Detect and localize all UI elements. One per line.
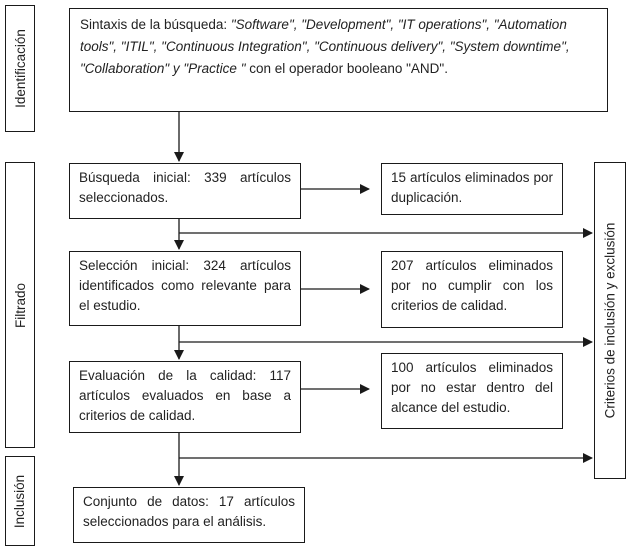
step-dataset: Conjunto de datos: 17 artículos seleccio…: [73, 487, 305, 543]
search-syntax-box: Sintaxis de la búsqueda: "Software", "De…: [69, 8, 608, 112]
step-text: 339 artículos seleccionados.: [79, 170, 291, 205]
criteria-box: Criterios de inclusión y exclusión: [594, 162, 626, 479]
search-terms: "Software", "Development", "IT operation…: [80, 17, 570, 76]
step-text: 324 artículos identificados como relevan…: [79, 258, 291, 313]
eliminated-quality: 207 artículos eliminados por no cumplir …: [381, 251, 563, 328]
step-label: Selección inicial:: [79, 258, 190, 273]
search-syntax-label: Sintaxis de la búsqueda: [80, 17, 224, 32]
phase-inclusion: Inclusión: [5, 456, 35, 546]
phase-identificacion: Identificación: [5, 5, 35, 132]
eliminated-scope: 100 artículos eliminados por no estar de…: [381, 353, 563, 429]
step-text: 17 artículos seleccionados para el análi…: [83, 494, 295, 529]
step-label: Búsqueda inicial:: [79, 170, 191, 185]
step-label: Evaluación de la calidad:: [79, 368, 257, 383]
step-initial-selection: Selección inicial: 324 artículos identif…: [69, 251, 301, 326]
eliminated-duplicates: 15 artículos eliminados por duplicación.: [381, 163, 563, 215]
phase-filtrado: Filtrado: [5, 162, 35, 448]
step-text: 117 artículos evaluados en base a criter…: [79, 368, 291, 423]
search-operator: con el operador booleano "AND".: [245, 61, 448, 76]
step-initial-search: Búsqueda inicial: 339 artículos seleccio…: [69, 163, 301, 219]
step-quality-evaluation: Evaluación de la calidad: 117 artículos …: [69, 361, 301, 433]
step-label: Conjunto de datos:: [83, 494, 209, 509]
